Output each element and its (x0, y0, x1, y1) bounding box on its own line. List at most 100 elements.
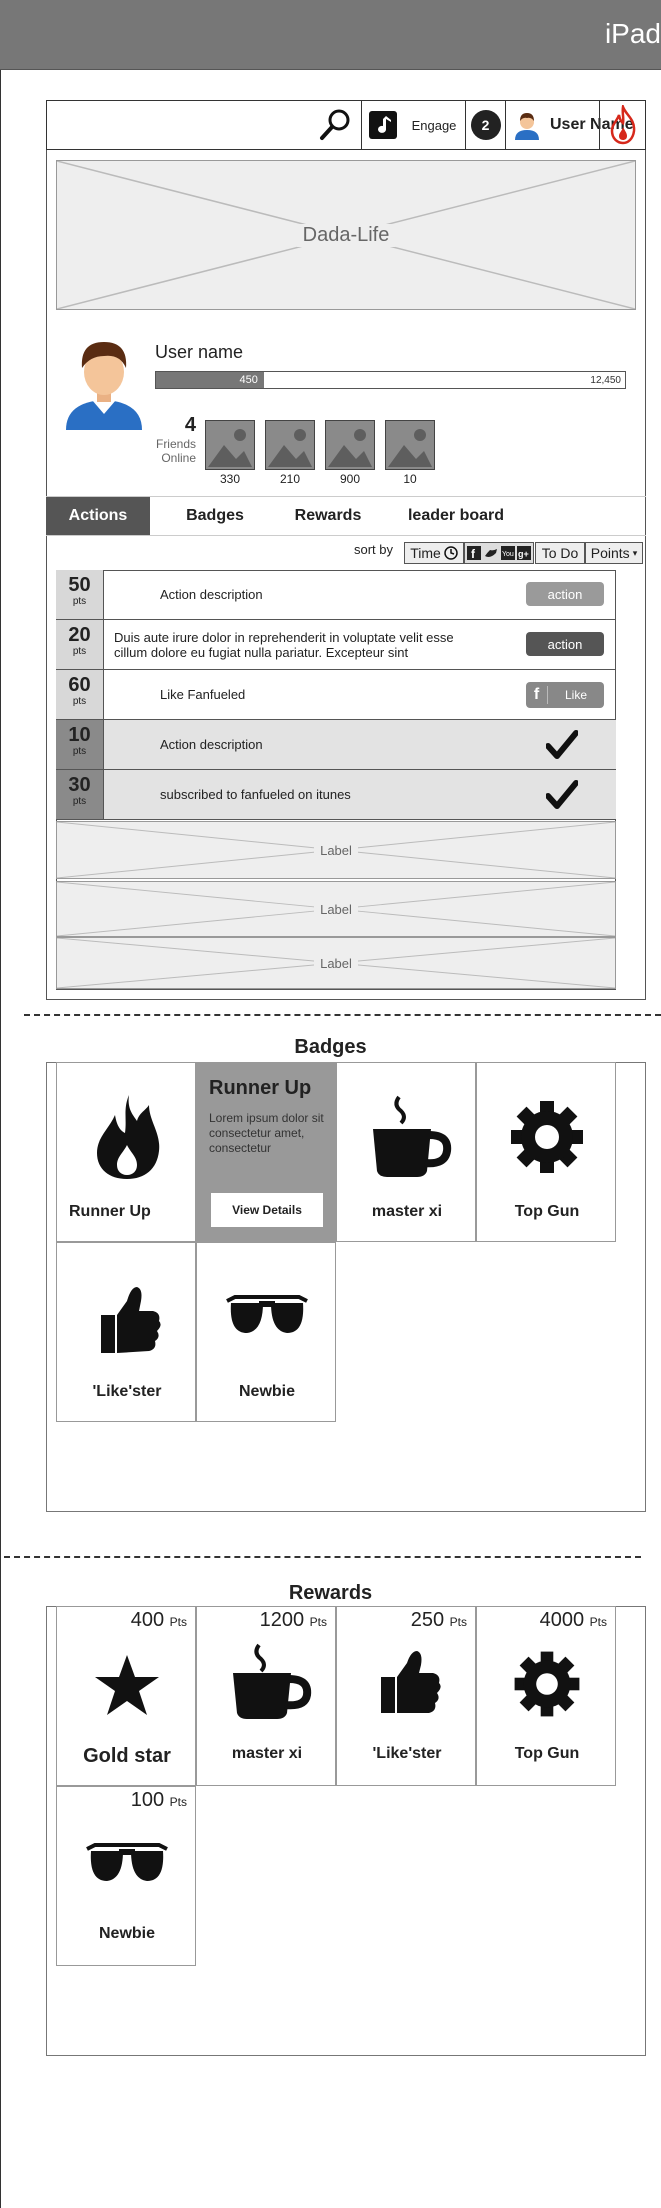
engage-count: 2 (470, 110, 501, 140)
user-avatar-icon (515, 113, 539, 140)
badge-likester[interactable]: 'Like'ster (56, 1242, 196, 1422)
points-value: 20 (68, 624, 91, 646)
points-value: 50 (68, 574, 91, 596)
badges-title: Badges (294, 1036, 367, 1058)
star-icon (95, 1655, 159, 1715)
action-button[interactable]: action (526, 632, 604, 656)
reward-label: Newbie (98, 1925, 155, 1942)
friend-score: 900 (339, 472, 361, 486)
view-details-button[interactable]: View Details (211, 1193, 323, 1227)
friends-label: Friends (155, 437, 196, 451)
reward-label: master xi (231, 1745, 303, 1762)
badge-runner-up-detail-card[interactable]: Runner Up Lorem ipsum dolor sit consecte… (196, 1062, 336, 1242)
banner-image: Dada-Life (56, 160, 636, 310)
section-divider (4, 1556, 641, 1558)
search-button[interactable] (257, 101, 361, 149)
badge-newbie[interactable]: Newbie (196, 1242, 336, 1422)
sort-todo-button[interactable]: To Do (535, 542, 585, 564)
flame-logo-icon (610, 105, 635, 145)
friend-score: 330 (219, 472, 241, 486)
friend-thumbnail[interactable] (205, 420, 255, 470)
reward-likester[interactable]: 250 Pts 'Like'ster (336, 1606, 476, 1786)
svg-text:You: You (502, 551, 514, 558)
friend-thumbnail[interactable] (325, 420, 375, 470)
reward-top-gun[interactable]: 4000 Pts Top Gun (476, 1606, 616, 1786)
points-unit: pts (72, 796, 87, 807)
tab-rewards[interactable]: Rewards (294, 507, 362, 524)
reward-points: 1200 Pts (259, 1609, 327, 1631)
points-current: 450 (239, 374, 258, 386)
rewards-title: Rewards (288, 1582, 373, 1604)
coffee-cup-icon (373, 1095, 452, 1177)
points-unit: pts (72, 646, 87, 657)
runner-card-description: Lorem ipsum dolor sit consectetur amet, … (209, 1111, 324, 1155)
sort-social-button[interactable]: f You g+ (464, 542, 534, 564)
reward-points: 400 Pts (130, 1609, 187, 1631)
points-value: 10 (68, 724, 91, 746)
points-value: 30 (68, 774, 91, 796)
action-description: Duis aute irure dolor in reprehenderit i… (114, 629, 454, 660)
badge-label: Newbie (238, 1383, 295, 1400)
reward-newbie[interactable]: 100 Pts Newbie (56, 1786, 196, 1966)
friend-thumbnail[interactable] (265, 420, 315, 470)
badge-top-gun[interactable]: Top Gun (476, 1062, 616, 1242)
engage-label: Engage (411, 117, 457, 133)
points-unit: pts (72, 696, 87, 707)
friend-score: 10 (403, 472, 417, 486)
sunglasses-icon (226, 1295, 308, 1333)
like-label: Like (564, 688, 587, 702)
sort-points-dropdown[interactable]: Points ▾ (585, 542, 643, 564)
points-unit: pts (72, 596, 87, 607)
action-description: Action description (160, 587, 263, 602)
placeholder-label: Label (314, 842, 358, 858)
sort-time-button[interactable]: Time (404, 542, 464, 564)
reward-points: 100 Pts (130, 1789, 187, 1811)
action-description: Like Fanfueled (160, 687, 246, 702)
thumbs-up-icon (101, 1287, 161, 1353)
like-button[interactable]: f Like (526, 682, 604, 708)
reward-points: 250 Pts (410, 1609, 467, 1631)
tab-badges[interactable]: Badges (186, 507, 244, 524)
action-button[interactable]: action (526, 582, 604, 606)
placeholder-row: Label (56, 821, 616, 879)
points-progress-fill: 450 (156, 372, 264, 388)
friend-thumbnail[interactable] (385, 420, 435, 470)
friends-count: 4 (184, 414, 196, 436)
profile-name: User name (155, 342, 244, 362)
sort-label: sort by (354, 542, 394, 557)
badge-label: Runner Up (69, 1203, 151, 1220)
badge-label: Top Gun (514, 1203, 580, 1220)
music-note-icon (368, 111, 397, 139)
engage-count-badge[interactable]: 2 (465, 101, 505, 149)
reward-points: 4000 Pts (539, 1609, 607, 1631)
gear-icon (514, 1651, 580, 1717)
tab-actions[interactable]: Actions (46, 497, 150, 535)
points-max: 12,450 (590, 375, 621, 386)
engage-button[interactable]: Engage (403, 101, 465, 149)
online-label: Online (161, 451, 196, 465)
reward-gold-star[interactable]: 400 Pts Gold star (56, 1606, 196, 1786)
thumbs-up-icon (381, 1651, 441, 1713)
action-description: Action description (160, 737, 263, 752)
search-icon (320, 109, 350, 140)
reward-master-xi[interactable]: 1200 Pts master xi (196, 1606, 336, 1786)
facebook-icon: f (526, 686, 548, 704)
tab-leader-board[interactable]: leader board (407, 507, 505, 524)
badge-master-xi[interactable]: master xi (336, 1062, 476, 1242)
runner-card-title: Runner Up (209, 1077, 312, 1099)
left-divider (0, 70, 1, 2208)
flame-logo-button[interactable] (599, 101, 645, 149)
badge-runner-up[interactable]: Runner Up (56, 1062, 196, 1242)
friends-online: 4 Friends Online (150, 414, 196, 465)
sunglasses-icon (86, 1843, 168, 1881)
checkmark-icon (546, 780, 578, 809)
points-progress-bar: 450 12,450 (155, 371, 626, 389)
sort-time-label: Time (410, 545, 441, 561)
music-button[interactable] (361, 101, 403, 149)
image-icon (386, 421, 434, 469)
